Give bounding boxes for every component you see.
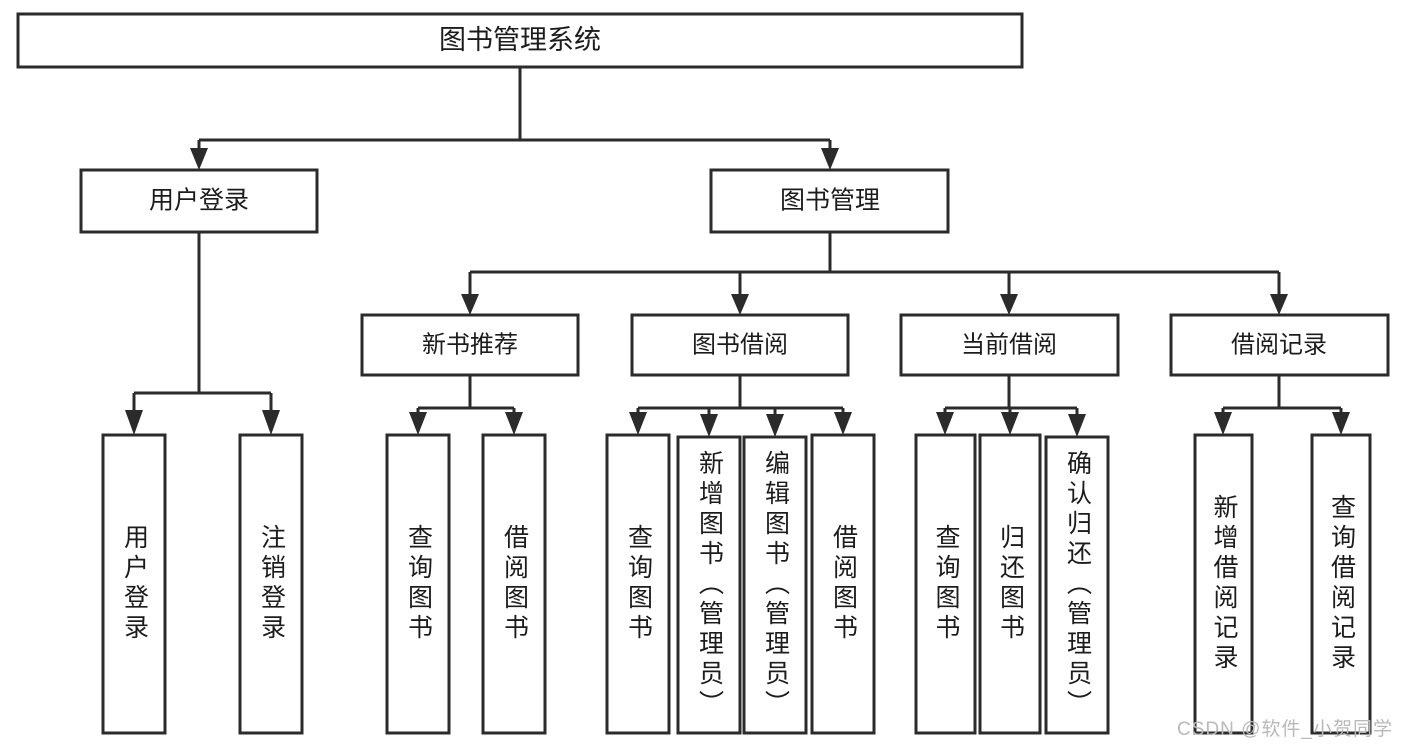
leaf-box-logout[interactable]	[238, 433, 304, 735]
node-root[interactable]: 图书管理系统	[16, 12, 1024, 69]
connector-user-login-to-leaves	[125, 232, 280, 435]
arrow-head-leaf-borrow-book-2	[834, 412, 852, 435]
arrow-head-leaf-query-book-1	[409, 412, 427, 435]
node-book-borrow[interactable]: 图书借阅	[630, 313, 850, 377]
connector-book-borrow-to-leaves	[629, 375, 852, 437]
node-book-management-label: 图书管理	[780, 187, 880, 215]
arrow-head-leaf-user-login	[125, 410, 143, 435]
arrow-head-book-borrow	[731, 294, 749, 315]
node-borrow-record[interactable]: 借阅记录	[1169, 313, 1390, 377]
arrow-head-borrow-record	[1270, 294, 1288, 315]
arrow-head-new-book-rec	[461, 294, 479, 315]
connector-borrow-record-to-leaves	[1214, 375, 1350, 435]
node-user-login-label: 用户登录	[149, 187, 249, 215]
arrow-head-user-login	[190, 148, 208, 170]
arrow-head-leaf-confirm-return	[1068, 414, 1086, 437]
arrow-head-leaf-query-book-2	[629, 412, 647, 435]
arrow-head-leaf-logout	[262, 410, 280, 435]
arrow-head-leaf-borrow-book-1	[505, 412, 523, 435]
connector-root-to-level1	[190, 67, 839, 170]
leaf-box-query-book-2[interactable]	[605, 433, 671, 735]
arrow-head-book-mgmt	[821, 148, 839, 170]
leaf-box-return-book[interactable]	[978, 433, 1042, 735]
arrow-head-current-borrow	[1000, 294, 1018, 315]
node-new-book-recommend-box[interactable]	[360, 313, 580, 377]
arrow-head-leaf-edit-book	[766, 414, 784, 437]
leaf-box-query-book-1[interactable]	[385, 433, 451, 735]
leaf-box-borrow-book-2[interactable]	[810, 433, 876, 735]
node-user-login-box[interactable]	[79, 168, 319, 234]
connector-current-borrow-to-leaves	[936, 375, 1086, 437]
leaf-box-add-record[interactable]	[1193, 433, 1254, 735]
node-new-book-recommend[interactable]: 新书推荐	[360, 313, 580, 377]
node-root-box[interactable]	[16, 12, 1024, 69]
node-current-borrow[interactable]: 当前借阅	[899, 313, 1120, 377]
arrow-head-leaf-return-book	[1001, 412, 1019, 435]
leaf-box-user-login[interactable]	[101, 433, 167, 735]
node-root-label: 图书管理系统	[439, 25, 601, 55]
node-current-borrow-label: 当前借阅	[961, 331, 1057, 358]
node-book-borrow-label: 图书借阅	[692, 331, 788, 358]
leaf-box-query-record[interactable]	[1310, 433, 1372, 735]
arrow-head-leaf-query-book-3	[936, 412, 954, 435]
arrow-head-leaf-add-record	[1214, 412, 1232, 435]
node-borrow-record-label: 借阅记录	[1231, 331, 1327, 358]
node-book-management-box[interactable]	[709, 168, 950, 234]
leaf-box-add-book[interactable]	[676, 435, 742, 735]
leaf-box-query-book-3[interactable]	[914, 433, 977, 735]
arrow-head-leaf-query-record	[1332, 412, 1350, 435]
node-book-borrow-box[interactable]	[630, 313, 850, 377]
leaf-box-edit-book[interactable]	[742, 435, 808, 735]
leaf-box-confirm-return[interactable]	[1044, 435, 1110, 735]
connector-book-mgmt-to-level2	[461, 232, 1288, 315]
leaf-box-borrow-book-1[interactable]	[481, 433, 547, 735]
node-user-login[interactable]: 用户登录	[79, 168, 319, 234]
node-book-management[interactable]: 图书管理	[709, 168, 950, 234]
arrow-head-leaf-add-book	[700, 414, 718, 437]
node-current-borrow-box[interactable]	[899, 313, 1120, 377]
connector-new-book-rec-to-leaves	[409, 375, 523, 435]
node-borrow-record-box[interactable]	[1169, 313, 1390, 377]
node-new-book-recommend-label: 新书推荐	[422, 331, 518, 358]
